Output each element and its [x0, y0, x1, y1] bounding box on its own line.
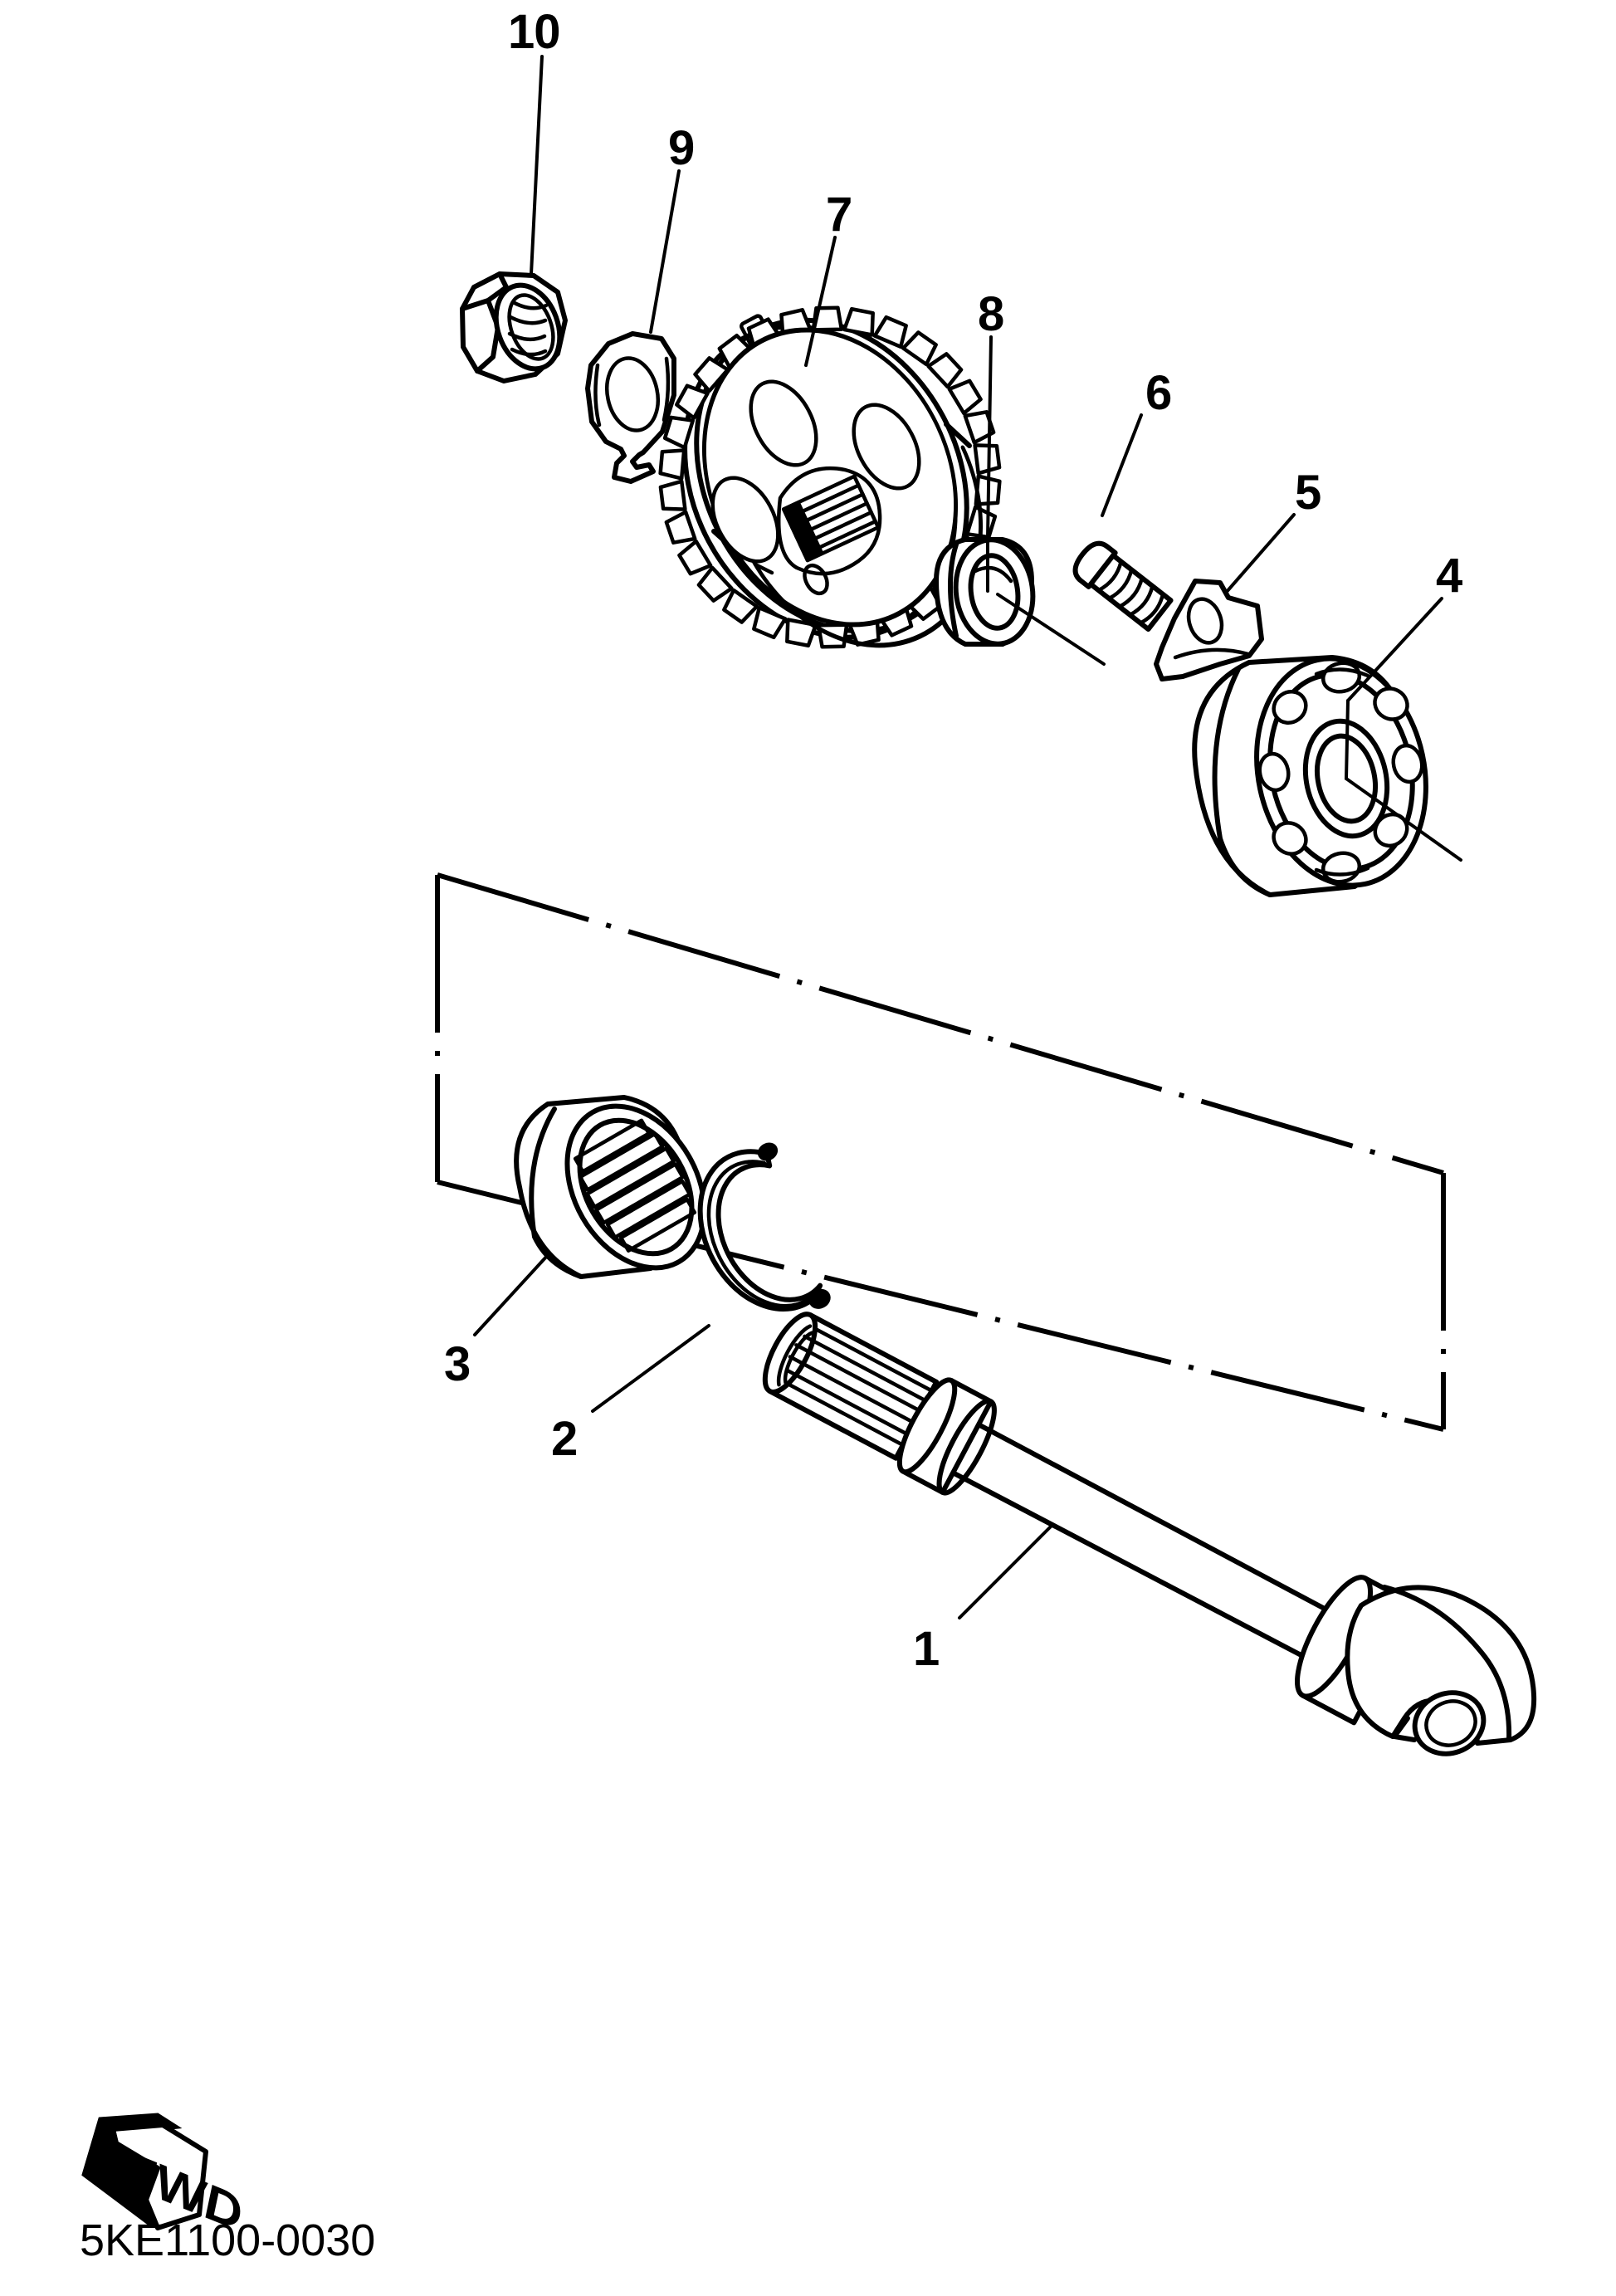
callout-1[interactable]: 1 [913, 1622, 940, 1676]
part-10-hex-nut [460, 271, 568, 383]
part-6-pan-head-screw [1072, 540, 1174, 632]
part-9-lock-washer [585, 331, 676, 484]
callout-3[interactable]: 3 [444, 1337, 471, 1391]
diagram-code: 5KE1100-0030 [80, 2215, 376, 2265]
callout-10[interactable]: 10 [508, 5, 561, 59]
callout-8[interactable]: 8 [978, 287, 1004, 341]
callout-5[interactable]: 5 [1295, 466, 1321, 520]
part-8-kick-gear-bushing [934, 537, 1036, 647]
callout-6[interactable]: 6 [1145, 366, 1172, 420]
callout-2[interactable]: 2 [551, 1412, 578, 1466]
part-1-kick-crank-shaft [762, 1312, 1537, 1756]
callout-4[interactable]: 4 [1436, 549, 1462, 603]
part-5-bearing-retainer [1154, 579, 1264, 681]
part-7-kick-gear [658, 305, 1002, 649]
part-3-needle-bearing [514, 1095, 707, 1279]
leader-lines [473, 55, 1462, 1619]
part-2-circlip [697, 1142, 831, 1312]
callout-9[interactable]: 9 [668, 121, 695, 175]
callout-7[interactable]: 7 [826, 188, 852, 242]
part-4-ball-bearing [1192, 655, 1428, 897]
